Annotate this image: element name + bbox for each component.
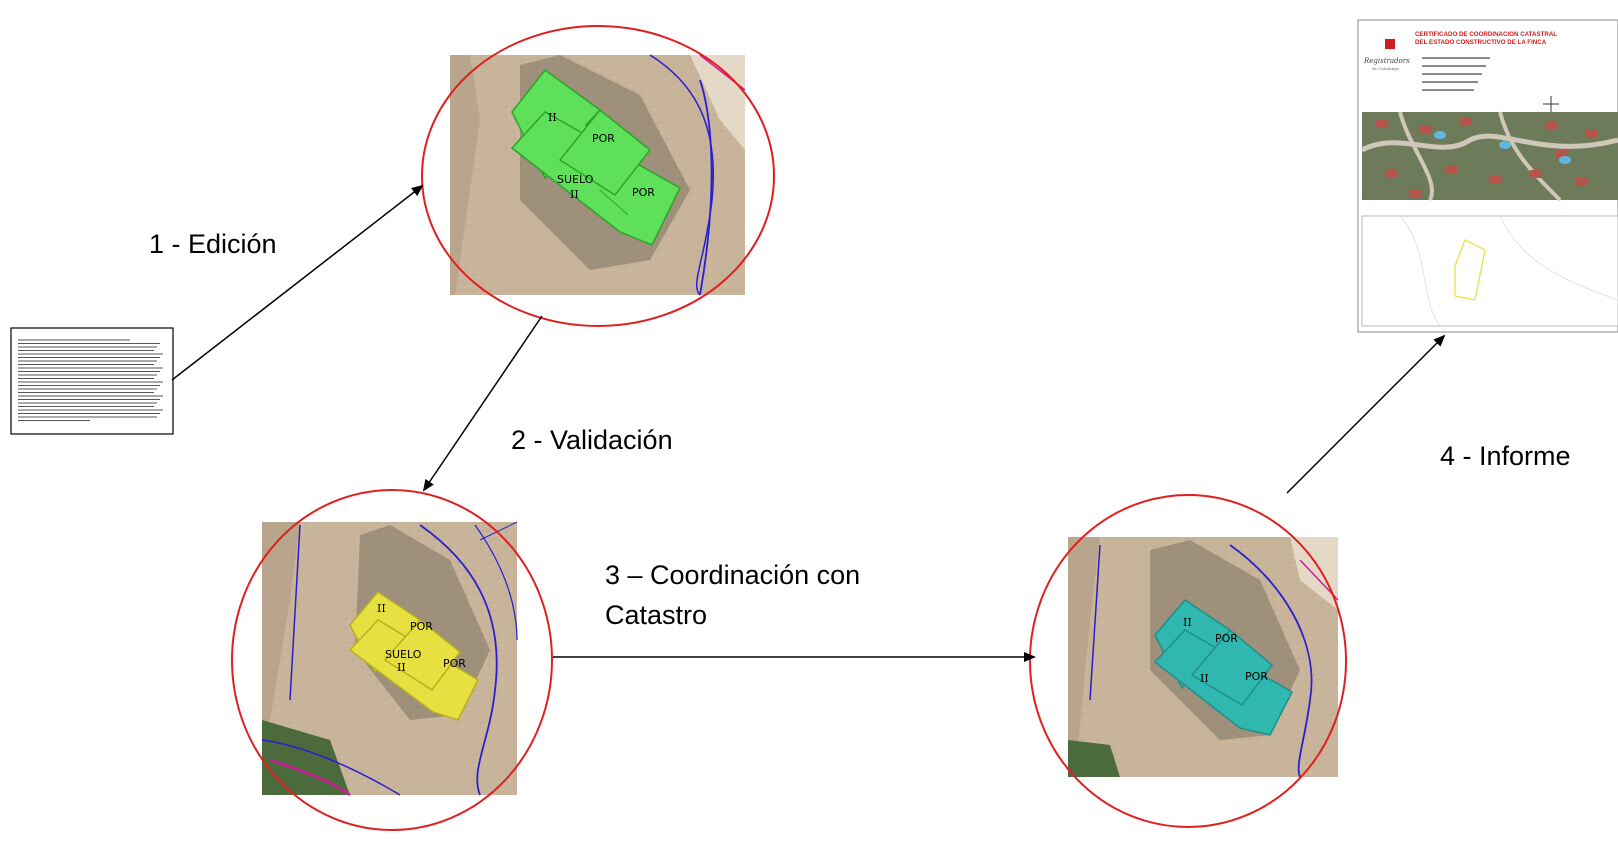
- label-suelo: SUELO: [385, 648, 422, 661]
- building-footprint-coordinacion: [1153, 599, 1293, 736]
- text-document: [10, 327, 174, 435]
- label-por: POR: [410, 620, 433, 633]
- report-title-line2: DEL ESTADO CONSTRUCTIVO DE LA FINCA: [1415, 39, 1547, 46]
- report-pool: [1499, 141, 1511, 149]
- report-cadastral-map: [1361, 215, 1618, 327]
- report-house-roof: [1575, 178, 1587, 186]
- label-ii: II: [397, 661, 406, 674]
- label-ii: II: [377, 602, 386, 615]
- report-house-roof: [1530, 170, 1542, 178]
- arrow-validacion: [422, 315, 543, 492]
- building-footprint-validacion: [348, 591, 479, 721]
- report-thumbnail: Registradors de Catalunya CERTIFICADO DE…: [1357, 19, 1618, 333]
- report-house-roof: [1410, 190, 1422, 198]
- report-title-line1: CERTIFICADO DE COORDINACION CATASTRAL: [1415, 31, 1557, 38]
- label-ii: II: [1200, 672, 1209, 685]
- arrow-informe: [1286, 334, 1446, 494]
- aerial-image-validacion: II POR SUELO II POR: [261, 521, 518, 797]
- label-ii: II: [1183, 616, 1192, 629]
- label-por: POR: [1215, 632, 1238, 645]
- report-house-roof: [1585, 130, 1597, 138]
- report-house-roof: [1490, 175, 1502, 183]
- label-ii: II: [548, 111, 557, 124]
- report-parcel-outline: [1454, 239, 1486, 301]
- report-pool: [1434, 131, 1446, 139]
- report-house-roof: [1375, 120, 1387, 128]
- highlight-circle-validacion: [231, 489, 553, 831]
- aerial-image-edicion: II POR SUELO II POR: [450, 54, 746, 296]
- report-logo-icon: [1385, 39, 1395, 49]
- arrow-edicion: [171, 184, 424, 381]
- step-label-coordinacion-line1: 3 – Coordinación con: [605, 560, 861, 590]
- label-por: POR: [1245, 670, 1268, 683]
- report-house-roof: [1460, 118, 1472, 126]
- label-ii: II: [570, 188, 579, 201]
- building-footprint-edicion: [510, 68, 681, 246]
- aerial-image-coordinacion: II POR II POR: [1068, 537, 1339, 778]
- label-por: POR: [592, 132, 615, 145]
- step-label-coordinacion-line2: Catastro: [605, 600, 708, 630]
- report-aerial-photo: [1362, 112, 1618, 200]
- report-house-roof: [1385, 170, 1397, 178]
- report-pool: [1559, 156, 1571, 164]
- step-label-validacion: 2 - Validación: [511, 425, 673, 455]
- compass-icon: [1543, 96, 1559, 112]
- label-suelo: SUELO: [557, 173, 594, 186]
- report-house-roof: [1420, 125, 1432, 133]
- report-house-roof: [1545, 122, 1557, 130]
- label-por: POR: [632, 186, 655, 199]
- report-house-roof: [1445, 165, 1457, 173]
- label-por: POR: [443, 657, 466, 670]
- step-label-edicion: 1 - Edición: [149, 229, 277, 259]
- step-label-informe: 4 - Informe: [1440, 441, 1571, 471]
- report-house-roof: [1555, 150, 1567, 158]
- report-logo-sub: de Catalunya: [1372, 66, 1399, 71]
- report-logo-text: Registradors: [1363, 57, 1410, 65]
- highlight-circle-edicion: [421, 25, 775, 327]
